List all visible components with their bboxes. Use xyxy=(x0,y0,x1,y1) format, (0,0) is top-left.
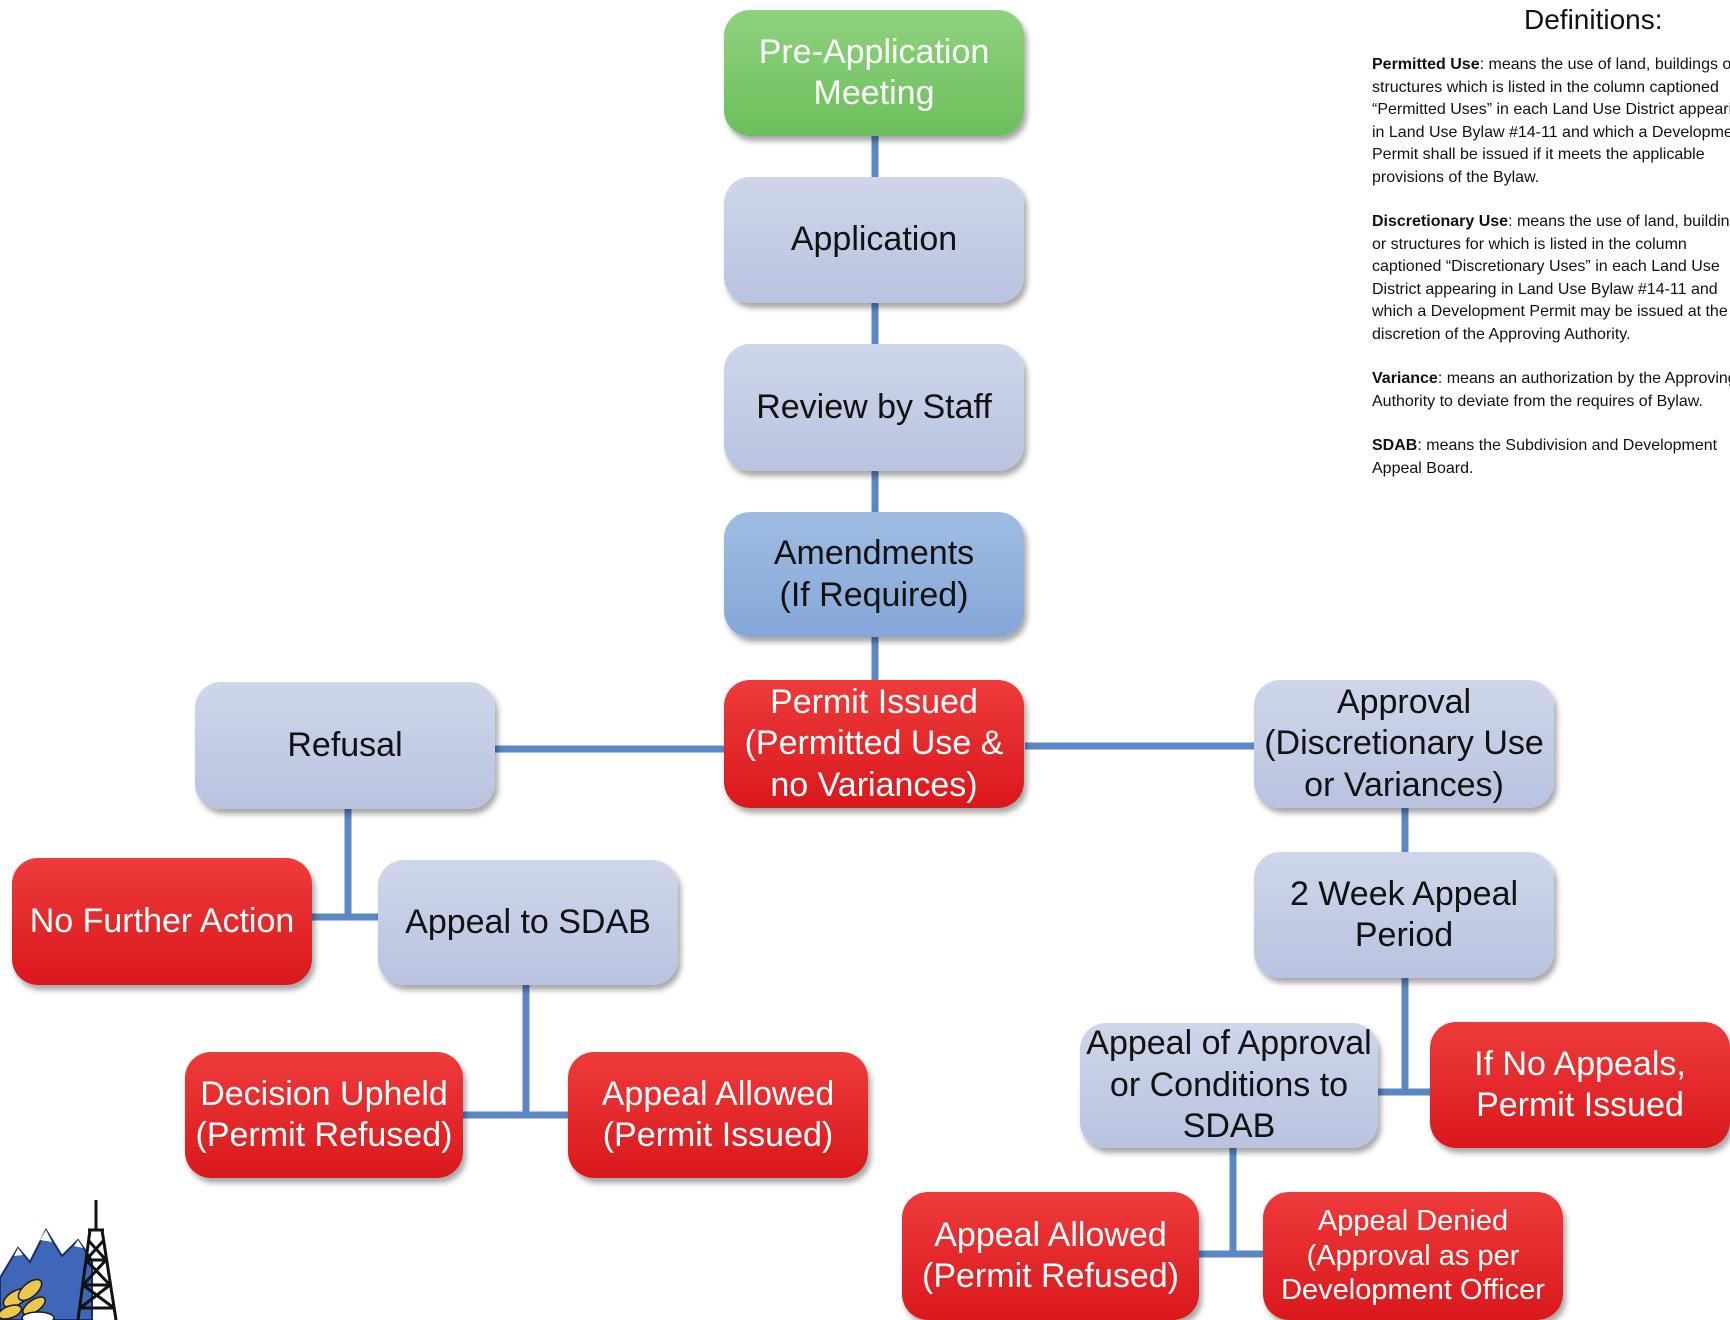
definition-variance: Variance: means an authorization by the … xyxy=(1372,368,1730,413)
definition-term: Variance xyxy=(1372,370,1438,387)
appeal-of-approval-box: Appeal of Approval or Conditions to SDAB xyxy=(1080,1023,1378,1148)
no-further-action-box: No Further Action xyxy=(12,858,312,985)
refusal-box: Refusal xyxy=(195,682,495,809)
definitions-panel: Definitions: Permitted Use: means the us… xyxy=(1372,0,1730,520)
appeal-allowed-refused-box: Appeal Allowed (Permit Refused) xyxy=(902,1192,1199,1320)
definition-text: : means the Subdivision and Development … xyxy=(1372,437,1718,477)
appeal-allowed-issued-box: Appeal Allowed (Permit Issued) xyxy=(568,1052,868,1178)
definition-term: Permitted Use xyxy=(1372,56,1480,73)
definition-permitted-use: Permitted Use: means the use of land, bu… xyxy=(1372,54,1730,189)
application-box: Application xyxy=(724,177,1024,303)
amendments-box: Amendments (If Required) xyxy=(724,512,1024,637)
definition-text: : means the use of land, buildings or st… xyxy=(1372,56,1730,186)
definitions-list: Permitted Use: means the use of land, bu… xyxy=(1372,54,1730,502)
pre-application-meeting-box: Pre-Application Meeting xyxy=(724,10,1024,136)
definition-text: : means the use of land, buildings or st… xyxy=(1372,213,1730,343)
definition-term: Discretionary Use xyxy=(1372,213,1509,230)
definition-discretionary-use: Discretionary Use: means the use of land… xyxy=(1372,211,1730,346)
definition-text: : means an authorization by the Approvin… xyxy=(1372,370,1730,410)
review-by-staff-box: Review by Staff xyxy=(724,344,1024,471)
if-no-appeals-box: If No Appeals, Permit Issued xyxy=(1430,1022,1730,1148)
two-week-appeal-period-box: 2 Week Appeal Period xyxy=(1254,852,1554,978)
municipal-logo-icon xyxy=(0,1200,118,1320)
decision-upheld-box: Decision Upheld (Permit Refused) xyxy=(185,1052,463,1178)
definition-sdab: SDAB: means the Subdivision and Developm… xyxy=(1372,435,1730,480)
definitions-title: Definitions: xyxy=(1524,4,1663,35)
appeal-to-sdab-box: Appeal to SDAB xyxy=(378,860,678,985)
approval-box: Approval (Discretionary Use or Variances… xyxy=(1254,680,1554,808)
appeal-denied-box: Appeal Denied (Approval as per Developme… xyxy=(1263,1192,1563,1320)
definition-term: SDAB xyxy=(1372,437,1418,454)
permit-issued-box: Permit Issued (Permitted Use & no Varian… xyxy=(724,680,1024,808)
